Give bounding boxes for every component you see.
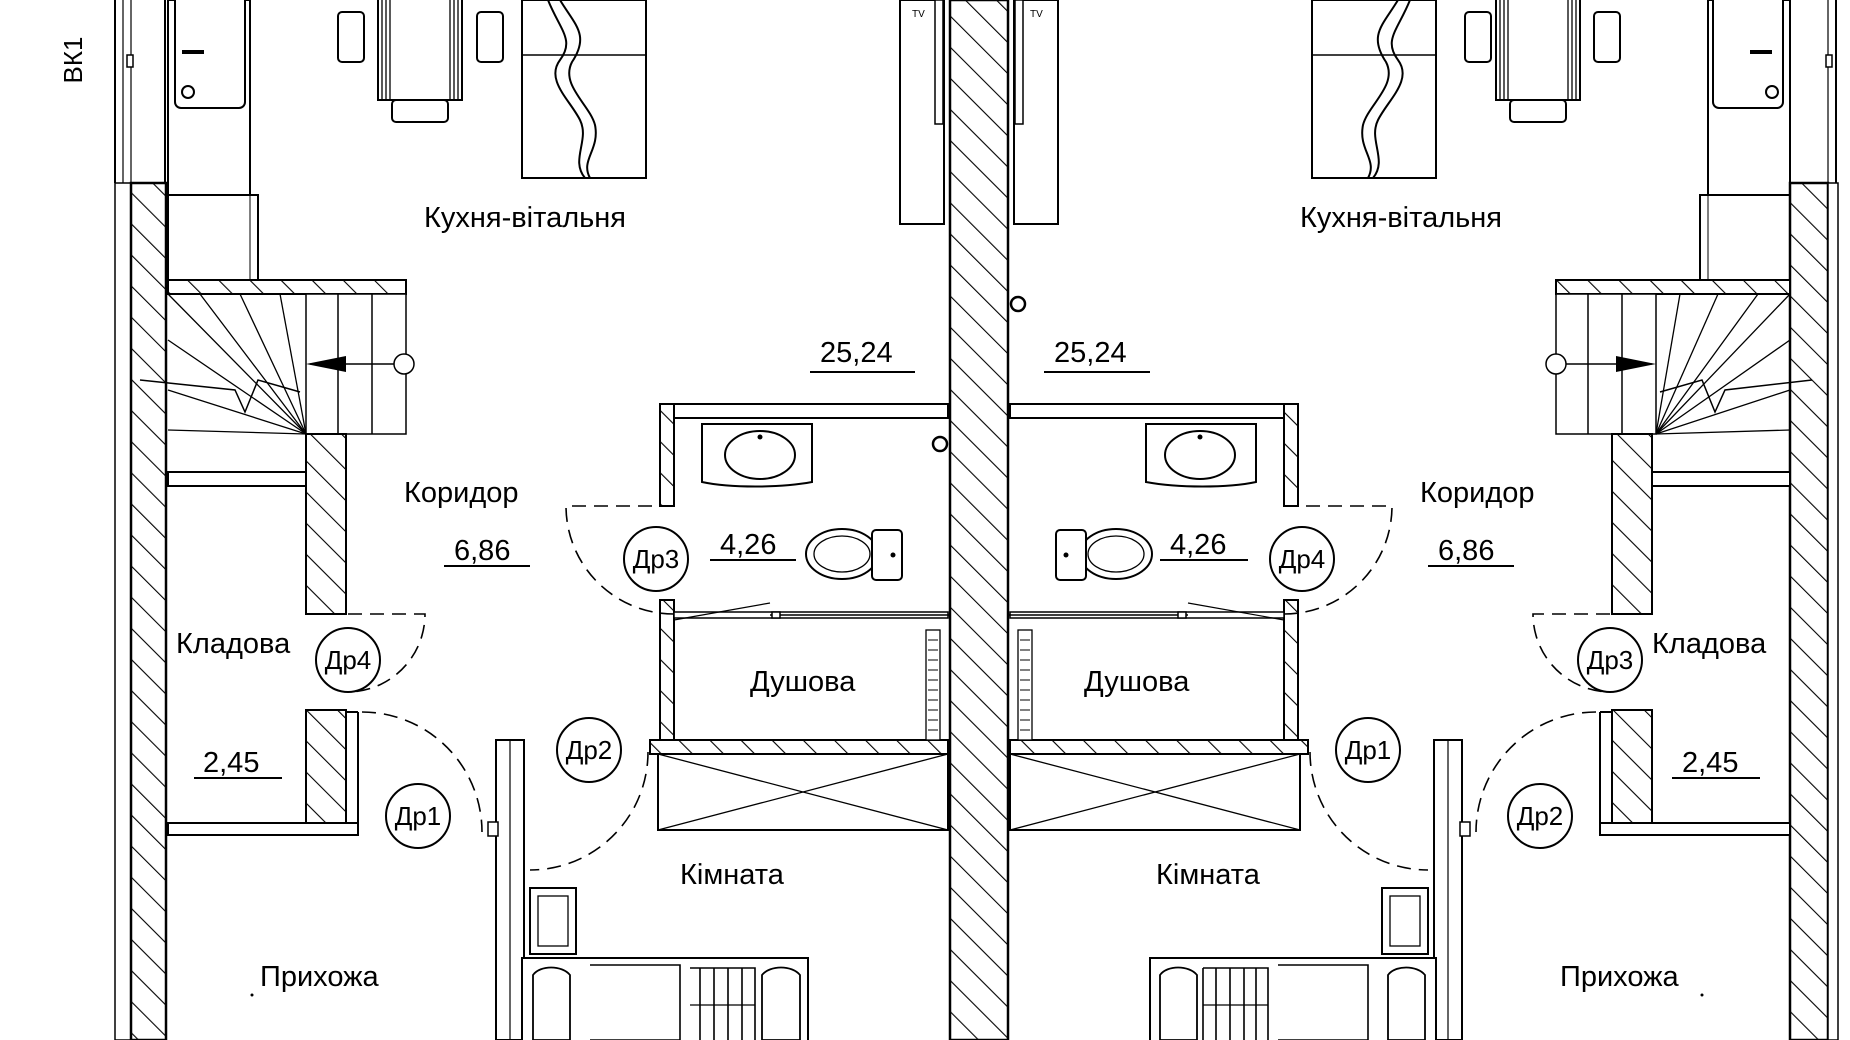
tv-label-right: TV (1030, 9, 1043, 20)
room-label-kitchen-left: Кухня-вітальня (424, 202, 626, 234)
room-label-storage-left: Кладова (176, 628, 291, 660)
area-storage-left: 2,45 (203, 747, 259, 779)
door-tag-bath-left: Др3 (633, 544, 680, 574)
door-tag-hall-right: Др2 (1517, 801, 1564, 831)
party-wall (948, 0, 1010, 1040)
door-tag-room-right: Др1 (1345, 735, 1392, 765)
door-tag-room-left: Др2 (566, 735, 613, 765)
left-unit: ВК1 (58, 0, 950, 1040)
faint-mark (1590, 32, 1608, 104)
room-label-corridor-left: Коридор (404, 477, 519, 509)
room-label-shower-left: Душова (750, 666, 856, 698)
room-label-storage-right: Кладова (1652, 628, 1767, 660)
room-label-room-left: Кімната (680, 859, 785, 891)
room-label-corridor-right: Коридор (1420, 477, 1535, 509)
door-tag-storage-right: Др3 (1587, 645, 1634, 675)
door-tag-hall-left: Др1 (395, 801, 442, 831)
dining-table-left (337, 0, 504, 123)
room-label-kitchen-right: Кухня-вітальня (1300, 202, 1502, 234)
room-label-room-right: Кімната (1156, 859, 1261, 891)
area-storage-right: 2,45 (1682, 747, 1738, 779)
area-bath-left: 4,26 (720, 529, 776, 561)
area-kitchen-right: 25,24 (1054, 337, 1127, 369)
dining-table-right (1464, 0, 1621, 123)
wardrobe-right (1311, 0, 1437, 179)
tv-label: TV (912, 9, 925, 20)
wardrobe-left (521, 0, 647, 179)
door-tag-bath-right: Др4 (1279, 544, 1326, 574)
area-corridor-left: 6,86 (454, 535, 510, 567)
area-corridor-right: 6,86 (1438, 535, 1494, 567)
area-bath-right: 4,26 (1170, 529, 1226, 561)
room-label-hall-right: Прихожа (1560, 961, 1680, 993)
axis-label: ВК1 (58, 37, 88, 84)
room-label-shower-right: Душова (1084, 666, 1190, 698)
right-unit: TV (1008, 0, 1839, 1040)
room-label-hall-left: Прихожа (260, 961, 380, 993)
area-kitchen-left: 25,24 (820, 337, 893, 369)
door-tag-storage-left: Др4 (325, 645, 372, 675)
